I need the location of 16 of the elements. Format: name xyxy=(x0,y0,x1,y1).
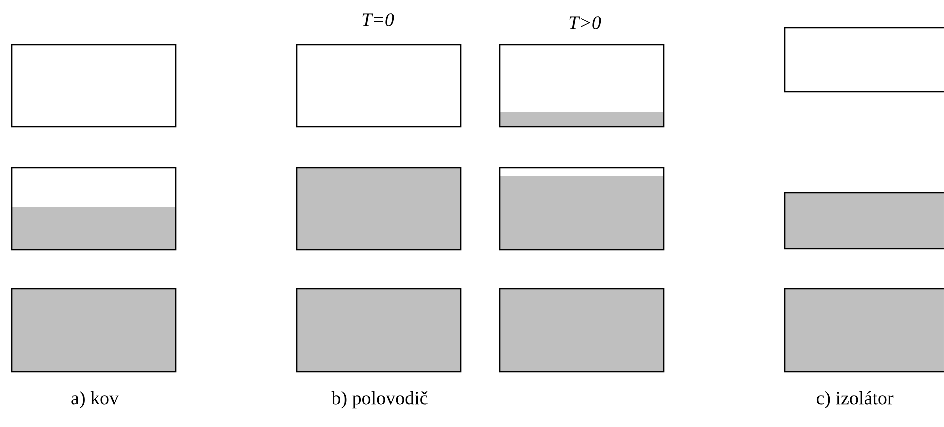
energy-band xyxy=(499,288,665,373)
energy-band xyxy=(296,167,462,251)
energy-band xyxy=(499,167,665,251)
energy-band xyxy=(11,44,177,128)
energy-band xyxy=(499,44,665,128)
energy-band xyxy=(784,288,944,373)
energy-band xyxy=(11,167,177,251)
energy-band xyxy=(296,44,462,128)
caption-label: T=0 xyxy=(362,14,394,26)
energy-band xyxy=(784,27,944,93)
caption-label: b) polovodič xyxy=(332,391,428,409)
energy-band xyxy=(784,192,944,250)
caption-label: c) izolátor xyxy=(816,391,894,409)
caption-label: a) kov xyxy=(72,391,120,409)
energy-band xyxy=(296,288,462,373)
energy-band xyxy=(11,288,177,373)
